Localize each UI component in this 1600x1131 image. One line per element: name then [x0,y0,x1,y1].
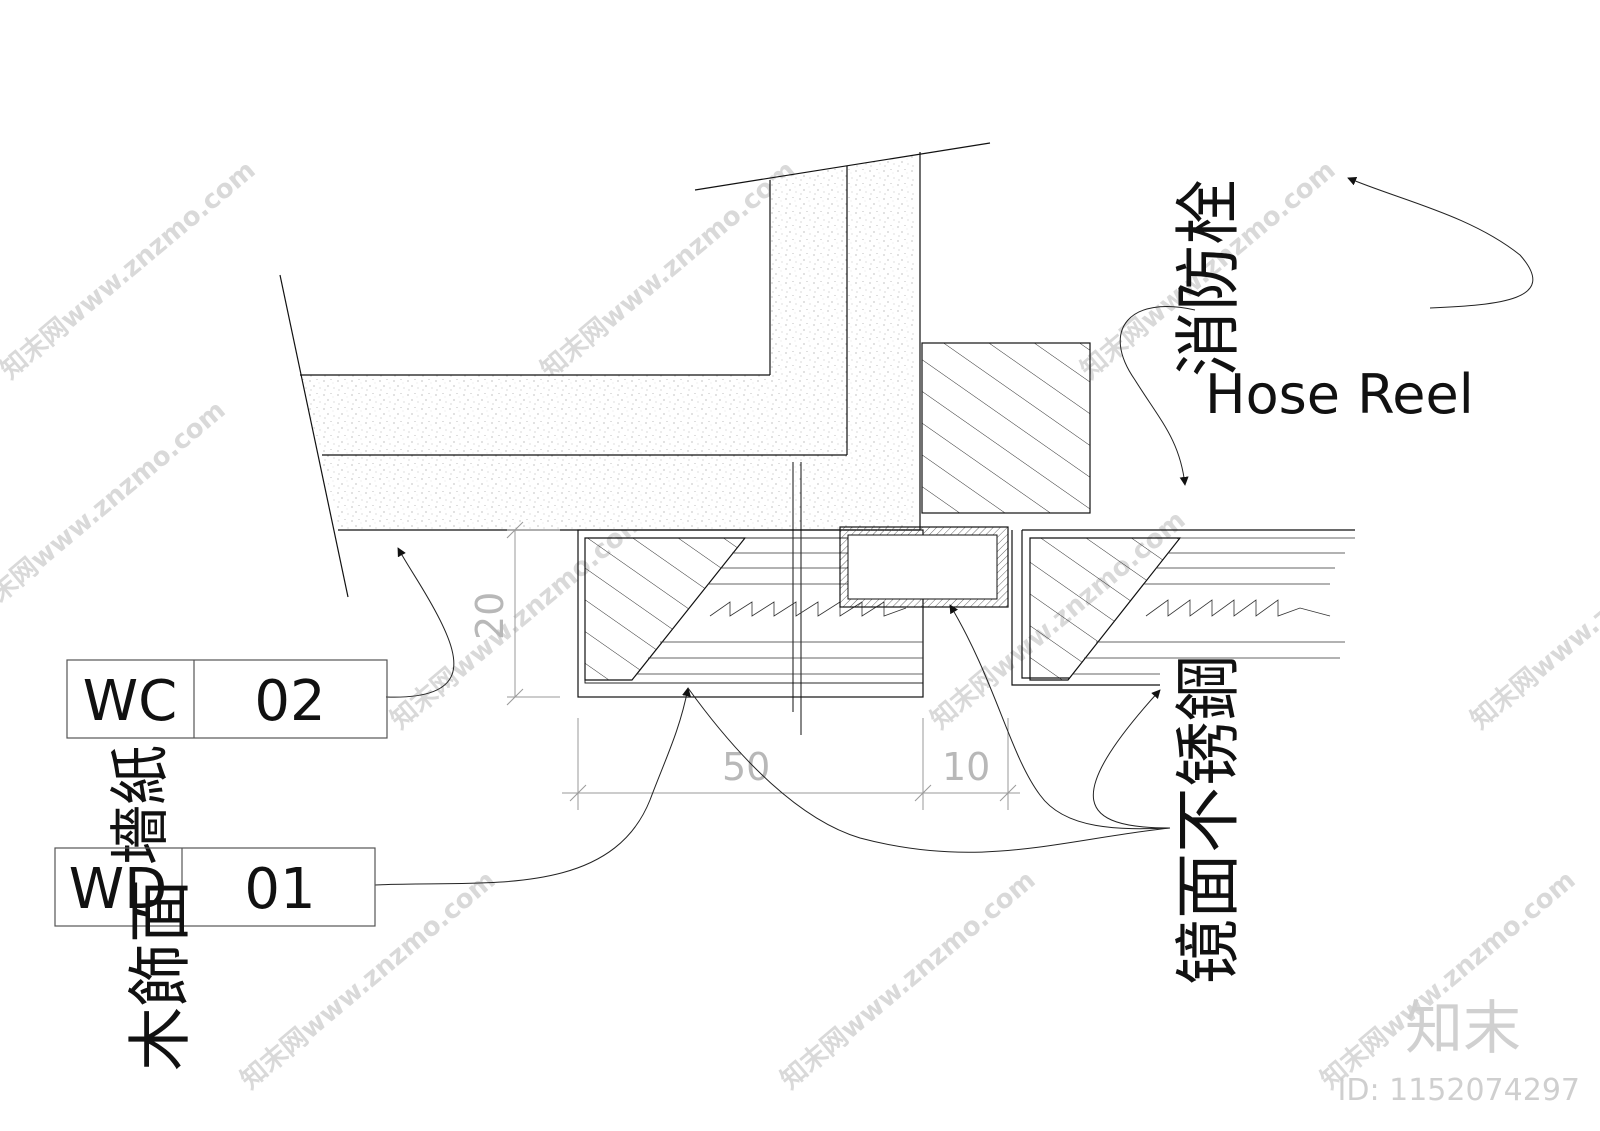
watermark-text: 知末网www.znzmo.com [775,865,1041,1095]
leader-hose-reel-top [1347,177,1534,309]
dimension-width-a: 50 [722,745,770,789]
wallpaper-cn-label: 墻紙 [106,745,176,865]
stainless-cn-label: 镜面不锈鋼 [1170,655,1247,985]
wood-panel-right-hatch [1029,537,1182,681]
stainless-tube-hollow [847,534,998,600]
wood-panel-left-hatch [584,537,747,681]
leader-wallpaper [385,547,455,698]
wood-cn-label: 木飾面 [124,879,198,1071]
watermark-id: ID: 1152074297 [1338,1073,1580,1108]
tag-wc-num: 02 [254,669,325,734]
tag-wd-code: WD [69,857,168,922]
tag-wc-code: WC [83,669,177,734]
watermark-text: 知末网www.znzmo.com [0,155,261,385]
watermark-brand: 知末 [1405,994,1521,1062]
tag-wd: WD 01 [54,847,376,927]
timber-block [921,342,1091,514]
leader-stainless-b [1092,689,1171,829]
watermark-text: 知末网www.znzmo.com [1465,505,1600,735]
wood-grain-left [636,537,923,675]
wood-grain-right [1072,537,1355,675]
dimension-width-b: 10 [942,745,990,789]
leader-stainless-c [687,687,1171,853]
leader-stainless-a [949,604,1171,830]
dimension-height: 20 [468,592,512,640]
leader-lines [374,177,1534,886]
tag-wd-num: 01 [244,857,315,922]
concrete-wall [300,155,915,530]
tag-wc: WC 02 [66,659,388,739]
leader-hose-reel [1119,306,1196,486]
hose-reel-en-label: Hose Reel [1205,363,1474,426]
watermark-text: 知末网www.znzmo.com [0,395,231,625]
wood-panel-right-frame [1011,529,1355,686]
dimension-lines [506,521,1020,810]
hose-reel-cn-label: 消防栓 [1170,179,1247,377]
watermark-text: 知末网www.znzmo.com [535,155,801,385]
leader-wood [374,687,691,886]
